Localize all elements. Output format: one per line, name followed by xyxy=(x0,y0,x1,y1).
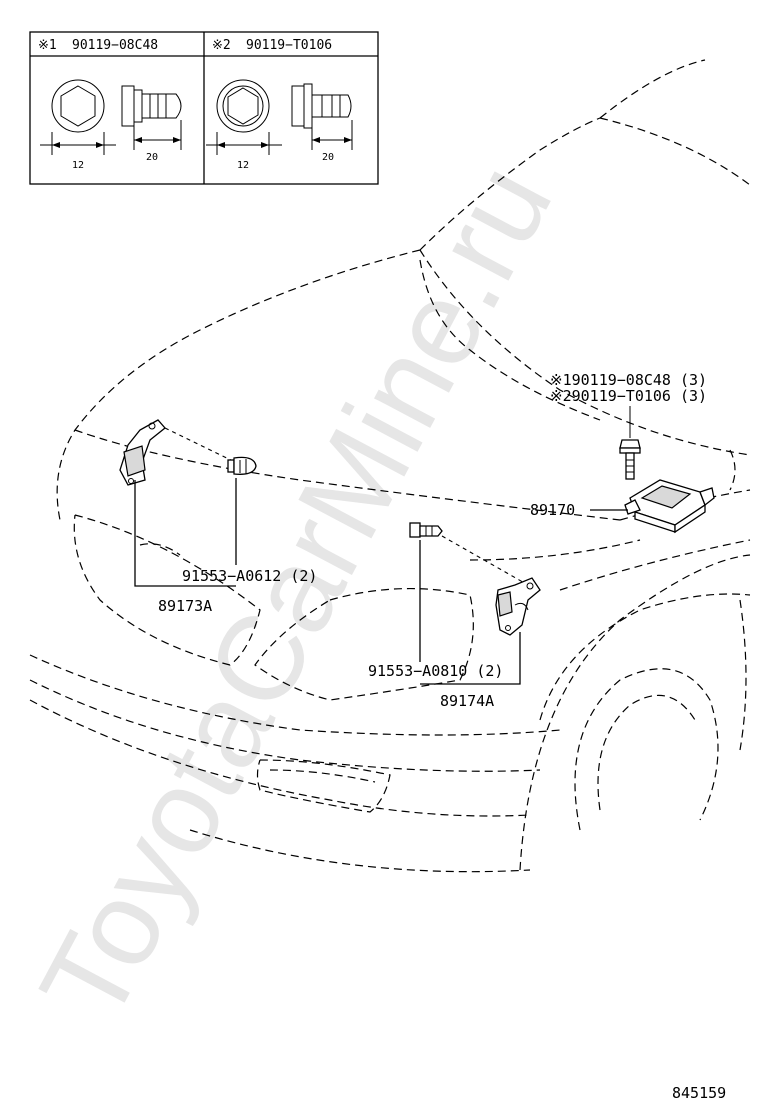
legend-part-no-2: 90119−T0106 xyxy=(246,38,332,53)
legend-mark-1: ※1 xyxy=(38,38,57,53)
bolt-side-1-icon xyxy=(121,85,182,150)
hex-head-1-icon xyxy=(40,79,116,155)
right-screw-icon xyxy=(409,522,443,538)
callout-bolt-2: ※290119−T0106 (3) xyxy=(550,387,707,405)
left-sensor-bracket-icon xyxy=(119,419,166,486)
right-sensor-callout-line xyxy=(420,632,521,685)
legend-part-no-1: 90119−08C48 xyxy=(72,38,158,53)
left-screw-icon xyxy=(227,456,257,475)
legend-mark-2: ※2 xyxy=(212,38,231,53)
right-sensor-leader xyxy=(441,535,529,586)
callout-sensor-left: 89173A xyxy=(158,597,212,615)
callout-sensor-right: 89174A xyxy=(440,692,494,710)
right-sensor-bracket-icon xyxy=(495,577,541,636)
legend-dim-head-1: 12 xyxy=(72,160,84,171)
diagram-id: 845159 xyxy=(672,1084,726,1102)
legend-dim-len-1: 20 xyxy=(146,152,158,163)
callout-screw-left: 91553−A0612 (2) xyxy=(182,567,317,585)
ecu-bolt-icon xyxy=(619,439,641,480)
left-sensor-leader xyxy=(164,427,236,463)
callout-ecu: 89170 xyxy=(530,501,575,519)
callout-screw-right: 91553−A0810 (2) xyxy=(368,662,503,680)
legend-dim-head-2: 12 xyxy=(237,160,249,171)
fastener-legend-table: ※1 90119−08C48 ※2 90119−T0106 12 xyxy=(29,31,379,185)
legend-dim-len-2: 20 xyxy=(322,152,334,163)
airbag-ecu-icon xyxy=(624,479,715,534)
bolt-side-2-icon xyxy=(291,83,353,150)
left-sensor-callout-line xyxy=(134,480,236,587)
callout-bolt-1: ※190119−08C48 (3) xyxy=(550,371,707,389)
hex-head-2-icon xyxy=(206,79,282,155)
watermark: ToyotaCarMine.ru xyxy=(15,143,578,1042)
